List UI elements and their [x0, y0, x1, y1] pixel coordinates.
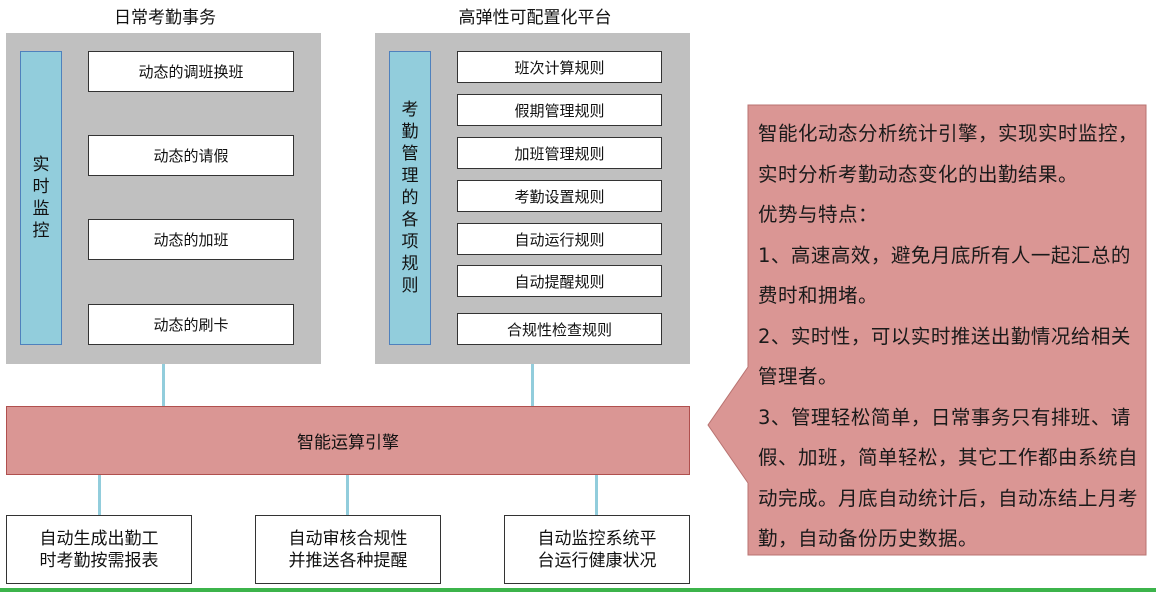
left-side-label: 实时监控	[32, 155, 50, 241]
rule-item-1: 班次计算规则	[457, 51, 662, 83]
rule-item-4: 考勤设置规则	[457, 180, 662, 212]
callout-line-2: 优势与特点：	[758, 203, 879, 226]
rule-item-2: 假期管理规则	[457, 94, 662, 126]
right-panel-title: 高弹性可配置化平台	[458, 8, 612, 28]
connector-output-2	[346, 475, 349, 515]
left-item-2: 动态的请假	[88, 135, 294, 176]
output-box-3: 自动监控系统平台运行健康状况	[504, 515, 690, 584]
connector-output-3	[595, 475, 598, 515]
connector-right-panel	[531, 364, 534, 406]
right-side-label: 考勤管理的各项规则	[401, 100, 419, 296]
callout-line-5: 3、管理轻松简单，日常事务只有排班、请假、加班，简单轻松，其它工作都由系统自动完…	[758, 405, 1139, 551]
output-label-2: 自动审核合规性并推送各种提醒	[288, 528, 408, 571]
right-side-label-bar: 考勤管理的各项规则	[389, 51, 431, 345]
left-item-3: 动态的加班	[88, 219, 294, 260]
callout-text: 智能化动态分析统计引擎，实现实时监控，实时分析考勤动态变化的出勤结果。 优势与特…	[758, 114, 1138, 560]
callout-line-3: 1、高速高效，避免月底所有人一起汇总的费时和拥堵。	[758, 243, 1131, 308]
connector-left-panel	[162, 364, 165, 406]
output-box-2: 自动审核合规性并推送各种提醒	[255, 515, 441, 584]
bottom-divider	[0, 588, 1156, 592]
callout-line-4: 2、实时性，可以实时推送出勤情况给相关管理者。	[758, 324, 1131, 389]
engine-label: 智能运算引擎	[297, 433, 399, 453]
rule-item-5: 自动运行规则	[457, 223, 662, 255]
engine-bar: 智能运算引擎	[6, 406, 690, 475]
left-item-1: 动态的调班换班	[88, 51, 294, 92]
output-label-3: 自动监控系统平台运行健康状况	[537, 528, 657, 571]
output-box-1: 自动生成出勤工时考勤按需报表	[6, 515, 192, 584]
left-panel-title: 日常考勤事务	[114, 8, 216, 28]
connector-output-1	[98, 475, 101, 515]
callout-line-1: 智能化动态分析统计引擎，实现实时监控，实时分析考勤动态变化的出勤结果。	[758, 122, 1139, 186]
rule-item-3: 加班管理规则	[457, 137, 662, 169]
left-side-label-bar: 实时监控	[20, 51, 62, 345]
rule-item-7: 合规性检查规则	[457, 313, 662, 345]
left-item-4: 动态的刷卡	[88, 304, 294, 345]
rule-item-6: 自动提醒规则	[457, 265, 662, 297]
output-label-1: 自动生成出勤工时考勤按需报表	[39, 528, 159, 571]
